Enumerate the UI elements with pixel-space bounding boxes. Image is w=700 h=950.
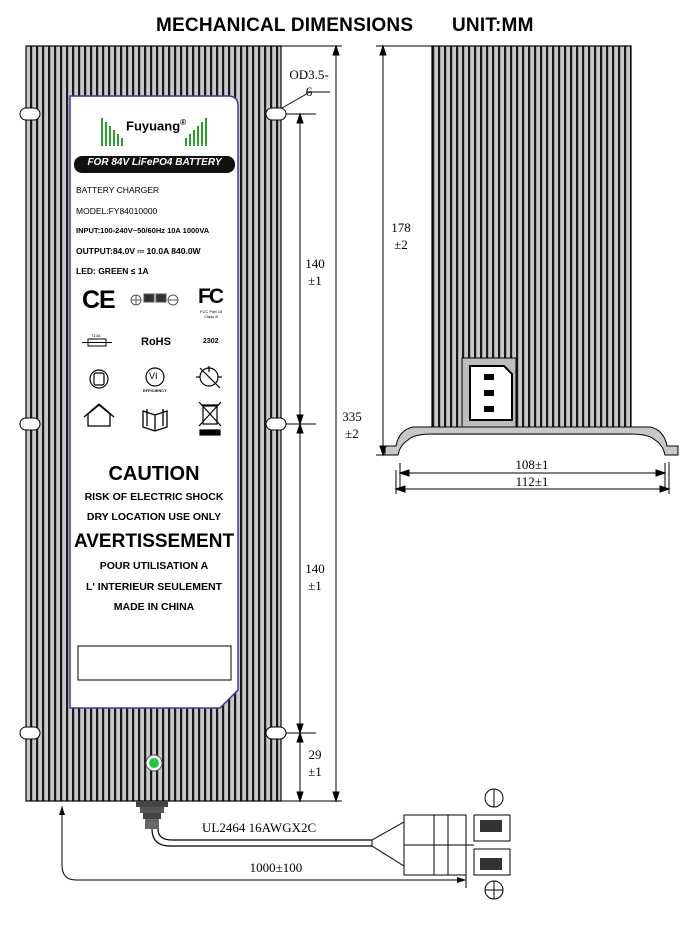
output-rating: OUTPUT:84.0V ⎓ 10.0A 840.0W (76, 246, 201, 256)
fcc-mark-icon: FC (198, 285, 224, 308)
mounting-flange (384, 426, 679, 456)
battery-banner (74, 156, 235, 173)
efficiency-icon (145, 367, 165, 387)
weee-bin-icon (198, 401, 222, 436)
caution-line-1: RISK OF ELECTRIC SHOCK (84, 491, 224, 503)
od-hole-dimension: OD3.5-6 (289, 67, 329, 99)
thermal-protection-icon (196, 366, 222, 389)
total-length-dimension: 335±2 (342, 409, 362, 441)
indoor-use-icon (83, 403, 115, 427)
product-name: BATTERY CHARGER (76, 185, 160, 195)
height-dimension: 178±2 (391, 220, 411, 252)
efficiency-level: VI (149, 371, 158, 381)
side-dimension-lines (376, 44, 671, 494)
rohs-mark: RoHS (141, 336, 171, 348)
brand-name: Fuyuang® (126, 118, 187, 134)
product-label-panel (69, 95, 239, 709)
unit-label: UNIT:MM (452, 15, 534, 36)
plug-symbol-icon (130, 293, 179, 306)
end-section-dimension: 29±1 (308, 747, 322, 779)
ce-mark-icon: CE (82, 286, 116, 314)
cable-length-dimension: 1000±100 (249, 860, 303, 875)
avertissement-heading: AVERTISSEMENT (73, 531, 235, 552)
positive-terminal-icon (484, 788, 504, 808)
caution-heading: CAUTION (108, 463, 200, 485)
avert-line-1: POUR UTILISATION A (99, 560, 209, 572)
efficiency-label: EFFICIENCY (143, 388, 167, 393)
bottom-section-dimension: 140±1 (305, 561, 325, 593)
page-title: MECHANICAL DIMENSIONS (156, 15, 414, 36)
avert-line-2: L' INTERIEUR SEULEMENT (85, 581, 223, 593)
led-indicator-note: LED: GREEN ≤ 1A (76, 266, 149, 276)
input-rating: INPUT:100-240V~50/60Hz 10A 1000VA (76, 226, 210, 235)
read-manual-icon (142, 409, 168, 432)
blank-sticker-box (77, 645, 232, 681)
battery-banner-text: FOR 84V LiFePO4 BATTERY (87, 157, 222, 168)
charger-side-view (384, 45, 679, 456)
negative-terminal-icon (484, 880, 504, 900)
inner-width-dimension: 108±1 (515, 457, 549, 472)
cable-spec: UL2464 16AWGX2C (202, 820, 317, 835)
outer-width-dimension: 112±1 (515, 474, 549, 489)
fuse-icon (82, 338, 112, 347)
class-ii-device-icon (89, 369, 109, 389)
date-code: 2302 (203, 338, 219, 345)
brand-logo-bars (101, 118, 207, 146)
caution-line-2: DRY LOCATION USE ONLY (86, 511, 222, 523)
mounting-slots (19, 107, 287, 740)
made-in-label: MADE IN CHINA (113, 601, 195, 613)
fuse-rating: T10A (91, 333, 101, 338)
top-section-dimension: 140±1 (305, 256, 325, 288)
model-number: MODEL:FY84010000 (76, 206, 158, 216)
front-dimension-lines (281, 44, 342, 803)
output-cable-assembly (59, 788, 511, 900)
